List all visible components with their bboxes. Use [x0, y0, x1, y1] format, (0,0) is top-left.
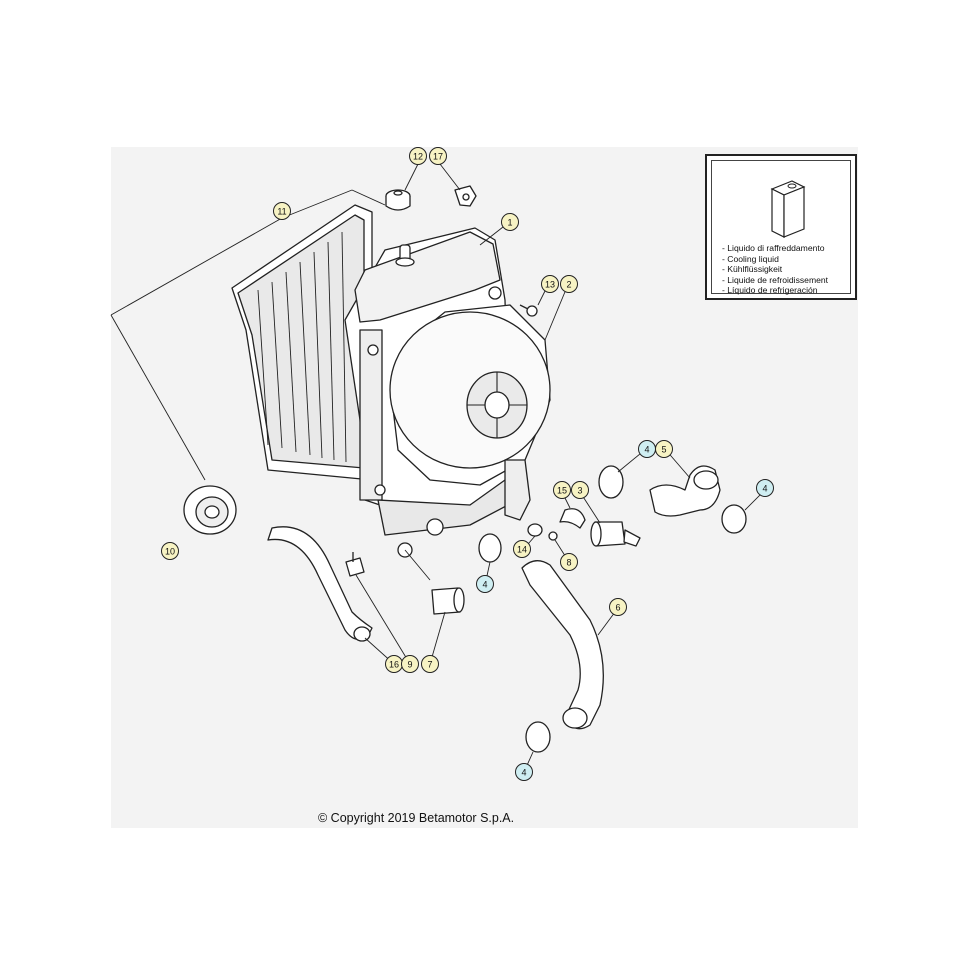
- callout-number: 14: [517, 545, 527, 555]
- callout-number: 3: [577, 486, 582, 496]
- callout-circle: [560, 275, 578, 293]
- sealing-washer: [527, 523, 543, 537]
- callout-10: 10: [161, 542, 179, 560]
- callout-circle: [501, 213, 519, 231]
- drain-bolt: [345, 552, 365, 577]
- callout-15: 15: [553, 481, 571, 499]
- cooling-fan: [389, 304, 551, 521]
- callout-number: 12: [413, 152, 423, 162]
- lower-hose: [521, 560, 604, 730]
- legend-line: - Liquide de refroidissement: [722, 274, 829, 285]
- callout-1: 1: [501, 213, 519, 231]
- callout-number: 2: [566, 280, 571, 290]
- rubber-mount: [431, 587, 465, 615]
- retaining-clip: [559, 508, 586, 529]
- callout-circle: [655, 440, 673, 458]
- callout-circle: [421, 655, 439, 673]
- callout-4: 4: [476, 575, 494, 593]
- callout-number: 4: [482, 580, 487, 590]
- callout-2: 2: [560, 275, 578, 293]
- coolant-bottle-icon: [770, 180, 806, 238]
- callout-number: 9: [407, 660, 412, 670]
- upper-hose: [649, 465, 721, 517]
- legend-frame: - Liquido di raffreddamento - Cooling li…: [711, 160, 851, 296]
- copyright-text: © Copyright 2019 Betamotor S.p.A.: [318, 811, 515, 825]
- rubber-grommet: [385, 189, 411, 211]
- callout-circle: [560, 553, 578, 571]
- callout-9: 9: [401, 655, 419, 673]
- callout-8: 8: [560, 553, 578, 571]
- legend-line: - Liquido di raffreddamento: [722, 243, 825, 253]
- callout-4: 4: [515, 763, 533, 781]
- callout-circle: [609, 598, 627, 616]
- callout-circle: [513, 540, 531, 558]
- callout-number: 6: [615, 603, 620, 613]
- callout-number: 1: [507, 218, 512, 228]
- callout-5: 5: [655, 440, 673, 458]
- callout-circle: [571, 481, 589, 499]
- callout-number: 13: [545, 280, 555, 290]
- callout-12: 12: [409, 147, 427, 165]
- callout-4: 4: [638, 440, 656, 458]
- callout-circle: [476, 575, 494, 593]
- callout-13: 13: [541, 275, 559, 293]
- legend-text-list: - Liquido di raffreddamento - Cooling li…: [722, 243, 828, 296]
- callout-number: 15: [557, 486, 567, 496]
- callout-number: 5: [661, 445, 666, 455]
- callout-number: 10: [165, 547, 175, 557]
- legend-line: - Cooling liquid: [722, 253, 779, 264]
- thermo-switch: [590, 521, 641, 547]
- callout-number: 11: [277, 207, 286, 217]
- callout-number: 4: [521, 768, 526, 778]
- callout-circle: [401, 655, 419, 673]
- overflow-hose: [267, 526, 373, 642]
- callout-4: 4: [756, 479, 774, 497]
- fan-screw: [519, 304, 538, 317]
- callout-11: 11: [273, 202, 291, 220]
- callout-circle: [756, 479, 774, 497]
- callout-17: 17: [429, 147, 447, 165]
- radiator-cap: [183, 485, 237, 535]
- legend-line: - Kühlflüssigkeit: [722, 264, 783, 275]
- callout-circle: [515, 763, 533, 781]
- legend-box: - Liquido di raffreddamento - Cooling li…: [705, 154, 857, 300]
- callout-number: 7: [427, 660, 432, 670]
- callout-circle: [273, 202, 291, 220]
- small-screw: [548, 531, 558, 541]
- callout-circle: [553, 481, 571, 499]
- callout-number: 17: [433, 152, 443, 162]
- callout-circle: [541, 275, 559, 293]
- legend-line: - Líquido de refrigeración: [722, 285, 818, 296]
- callout-circle: [409, 147, 427, 165]
- callout-number: 16: [389, 660, 399, 670]
- hose-clip: [454, 185, 477, 207]
- callout-16: 16: [385, 655, 403, 673]
- callout-number: 4: [644, 445, 649, 455]
- callout-number: 4: [762, 484, 767, 494]
- callout-number: 8: [566, 558, 571, 568]
- callout-3: 3: [571, 481, 589, 499]
- hose-clamp: [478, 465, 747, 753]
- callout-circle: [429, 147, 447, 165]
- callout-7: 7: [421, 655, 439, 673]
- callout-14: 14: [513, 540, 531, 558]
- callout-circle: [161, 542, 179, 560]
- callout-6: 6: [609, 598, 627, 616]
